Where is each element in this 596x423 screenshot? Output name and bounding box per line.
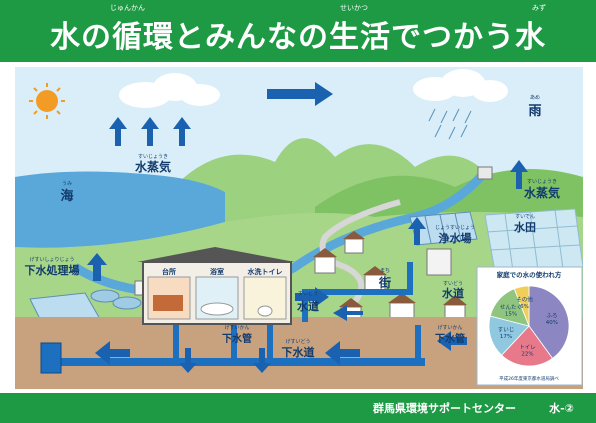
pie-slice — [488, 315, 530, 356]
room-label-kitchen: 台所 — [162, 267, 176, 276]
sewer-pipe-main — [45, 358, 425, 366]
water-pipe-right-ruby: すいどう — [443, 280, 463, 287]
arrow-icon-town — [333, 305, 363, 321]
sea-ruby: うみ — [62, 181, 72, 187]
sewer-label: 下水道 — [282, 345, 315, 359]
arrow-icon-vapor-right — [510, 160, 528, 189]
sewer-ruby: げすいどう — [285, 338, 310, 345]
room-label-toilet: 水洗トイレ — [248, 267, 283, 276]
vapor-left-ruby: すいじょうき — [138, 153, 168, 160]
pie-slice — [513, 285, 530, 327]
pie-source: 平成26年度東京都水道局調べ — [499, 375, 559, 382]
sea-label: 海 — [60, 188, 73, 204]
pie-slice-label: せんたく — [500, 304, 522, 311]
arrow-icon-drain-2 — [253, 348, 271, 373]
arrow-icon-sewer-2 — [325, 341, 360, 365]
house-sewer-drop-1 — [173, 325, 179, 361]
pie-slice-value: 6% — [520, 304, 529, 310]
sewage-plant-label: 下水処理場 — [25, 263, 80, 277]
sewer-pipe-right-label: 下水管 — [435, 332, 465, 345]
water-supply-pipe — [302, 262, 413, 322]
arrow-icon-intake — [408, 217, 426, 245]
rain-label: 雨 — [528, 104, 541, 119]
sun-icon — [29, 83, 65, 119]
cloud-icon — [119, 73, 220, 108]
pie-slice-value: 22% — [521, 351, 533, 357]
footer-page-code: 水-② — [549, 402, 574, 415]
pie-slice-label: その他 — [516, 295, 533, 303]
purification-plant-ruby: じょうすいじょう — [435, 225, 475, 231]
house-sewer-drop-2 — [231, 325, 237, 361]
rain-cloud-icon — [413, 69, 508, 140]
sewer-pipe-house-label: 下水管 — [222, 332, 252, 345]
arrow-icon-wind — [267, 82, 333, 106]
pie-slices — [488, 285, 570, 367]
sewer-pipe-right-ruby: げすいかん — [437, 324, 462, 331]
sewage-plant-ruby: げすいしょりじょう — [29, 256, 74, 263]
paddy-ruby: すいでん — [515, 214, 535, 220]
house-cutaway — [137, 247, 295, 325]
vapor-right-ruby: すいじょうき — [527, 178, 557, 185]
water-pipe-left-ruby: すいどう — [298, 290, 318, 297]
pie-slice-label: ふろ — [546, 313, 557, 320]
pie-slice-value: 15% — [505, 312, 517, 318]
pie-slice-value: 17% — [500, 334, 512, 340]
title-ruby-seikatsu: せいかつ — [340, 4, 368, 12]
arrow-icon-river-up — [87, 253, 107, 281]
arrow-icon-sewer-3 — [437, 331, 467, 351]
purification-plant-label: 浄水場 — [439, 231, 472, 245]
footer-organization: 群馬県環境サポートセンター — [373, 402, 516, 415]
title-ruby-mizu: みず — [532, 4, 546, 12]
pie-title: 家庭での水の使われ方 — [497, 270, 562, 279]
footer-bar — [0, 393, 596, 423]
vapor-left-label: 水蒸気 — [135, 159, 171, 174]
dam — [477, 166, 493, 180]
town-sewer-drop — [415, 325, 421, 361]
paddy-field — [484, 208, 583, 273]
house-sewer-drop-3 — [267, 325, 273, 361]
town-ruby: まち — [380, 268, 390, 274]
title-ruby-junkan: じゅんかん — [110, 4, 145, 12]
pie-slice-value: 40% — [546, 320, 558, 326]
water-pipe-right-label: 水道 — [442, 286, 464, 300]
paddy-label: 水田 — [514, 220, 536, 234]
sea — [15, 171, 225, 253]
arrow-icon-sewer-1 — [95, 341, 130, 365]
river — [72, 169, 489, 299]
title-bar — [0, 0, 596, 62]
pie-slice-label: トイレ — [519, 345, 536, 351]
page-title: 水の循環とみんなの生活でつかう水 — [50, 20, 546, 55]
room-label-bath: 浴室 — [210, 267, 224, 276]
arrow-icon-drain-1 — [179, 348, 197, 373]
pie-slice — [501, 325, 554, 367]
arrow-icon-vapor-1 — [109, 117, 127, 146]
water-cycle-scene: あめ 雨 すいじょうき 水蒸気 すいじょうき 水蒸気 うみ 海 じょうすいじょう… — [15, 67, 583, 389]
pie-slice-label: すいじ — [498, 327, 515, 334]
arrow-icon-vapor-2 — [141, 117, 159, 146]
arrow-icon-supply — [295, 287, 329, 307]
water-pipe-left-label: 水道 — [297, 299, 319, 313]
sewer-pipe-house-ruby: げすいかん — [224, 324, 249, 331]
rain-ruby: あめ — [530, 95, 540, 101]
arrow-icon-vapor-3 — [173, 117, 191, 146]
sewage-inlet-box — [40, 342, 62, 374]
vapor-right-label: 水蒸気 — [524, 185, 560, 200]
town-label: 街 — [378, 275, 391, 290]
pie-slice — [528, 285, 570, 359]
